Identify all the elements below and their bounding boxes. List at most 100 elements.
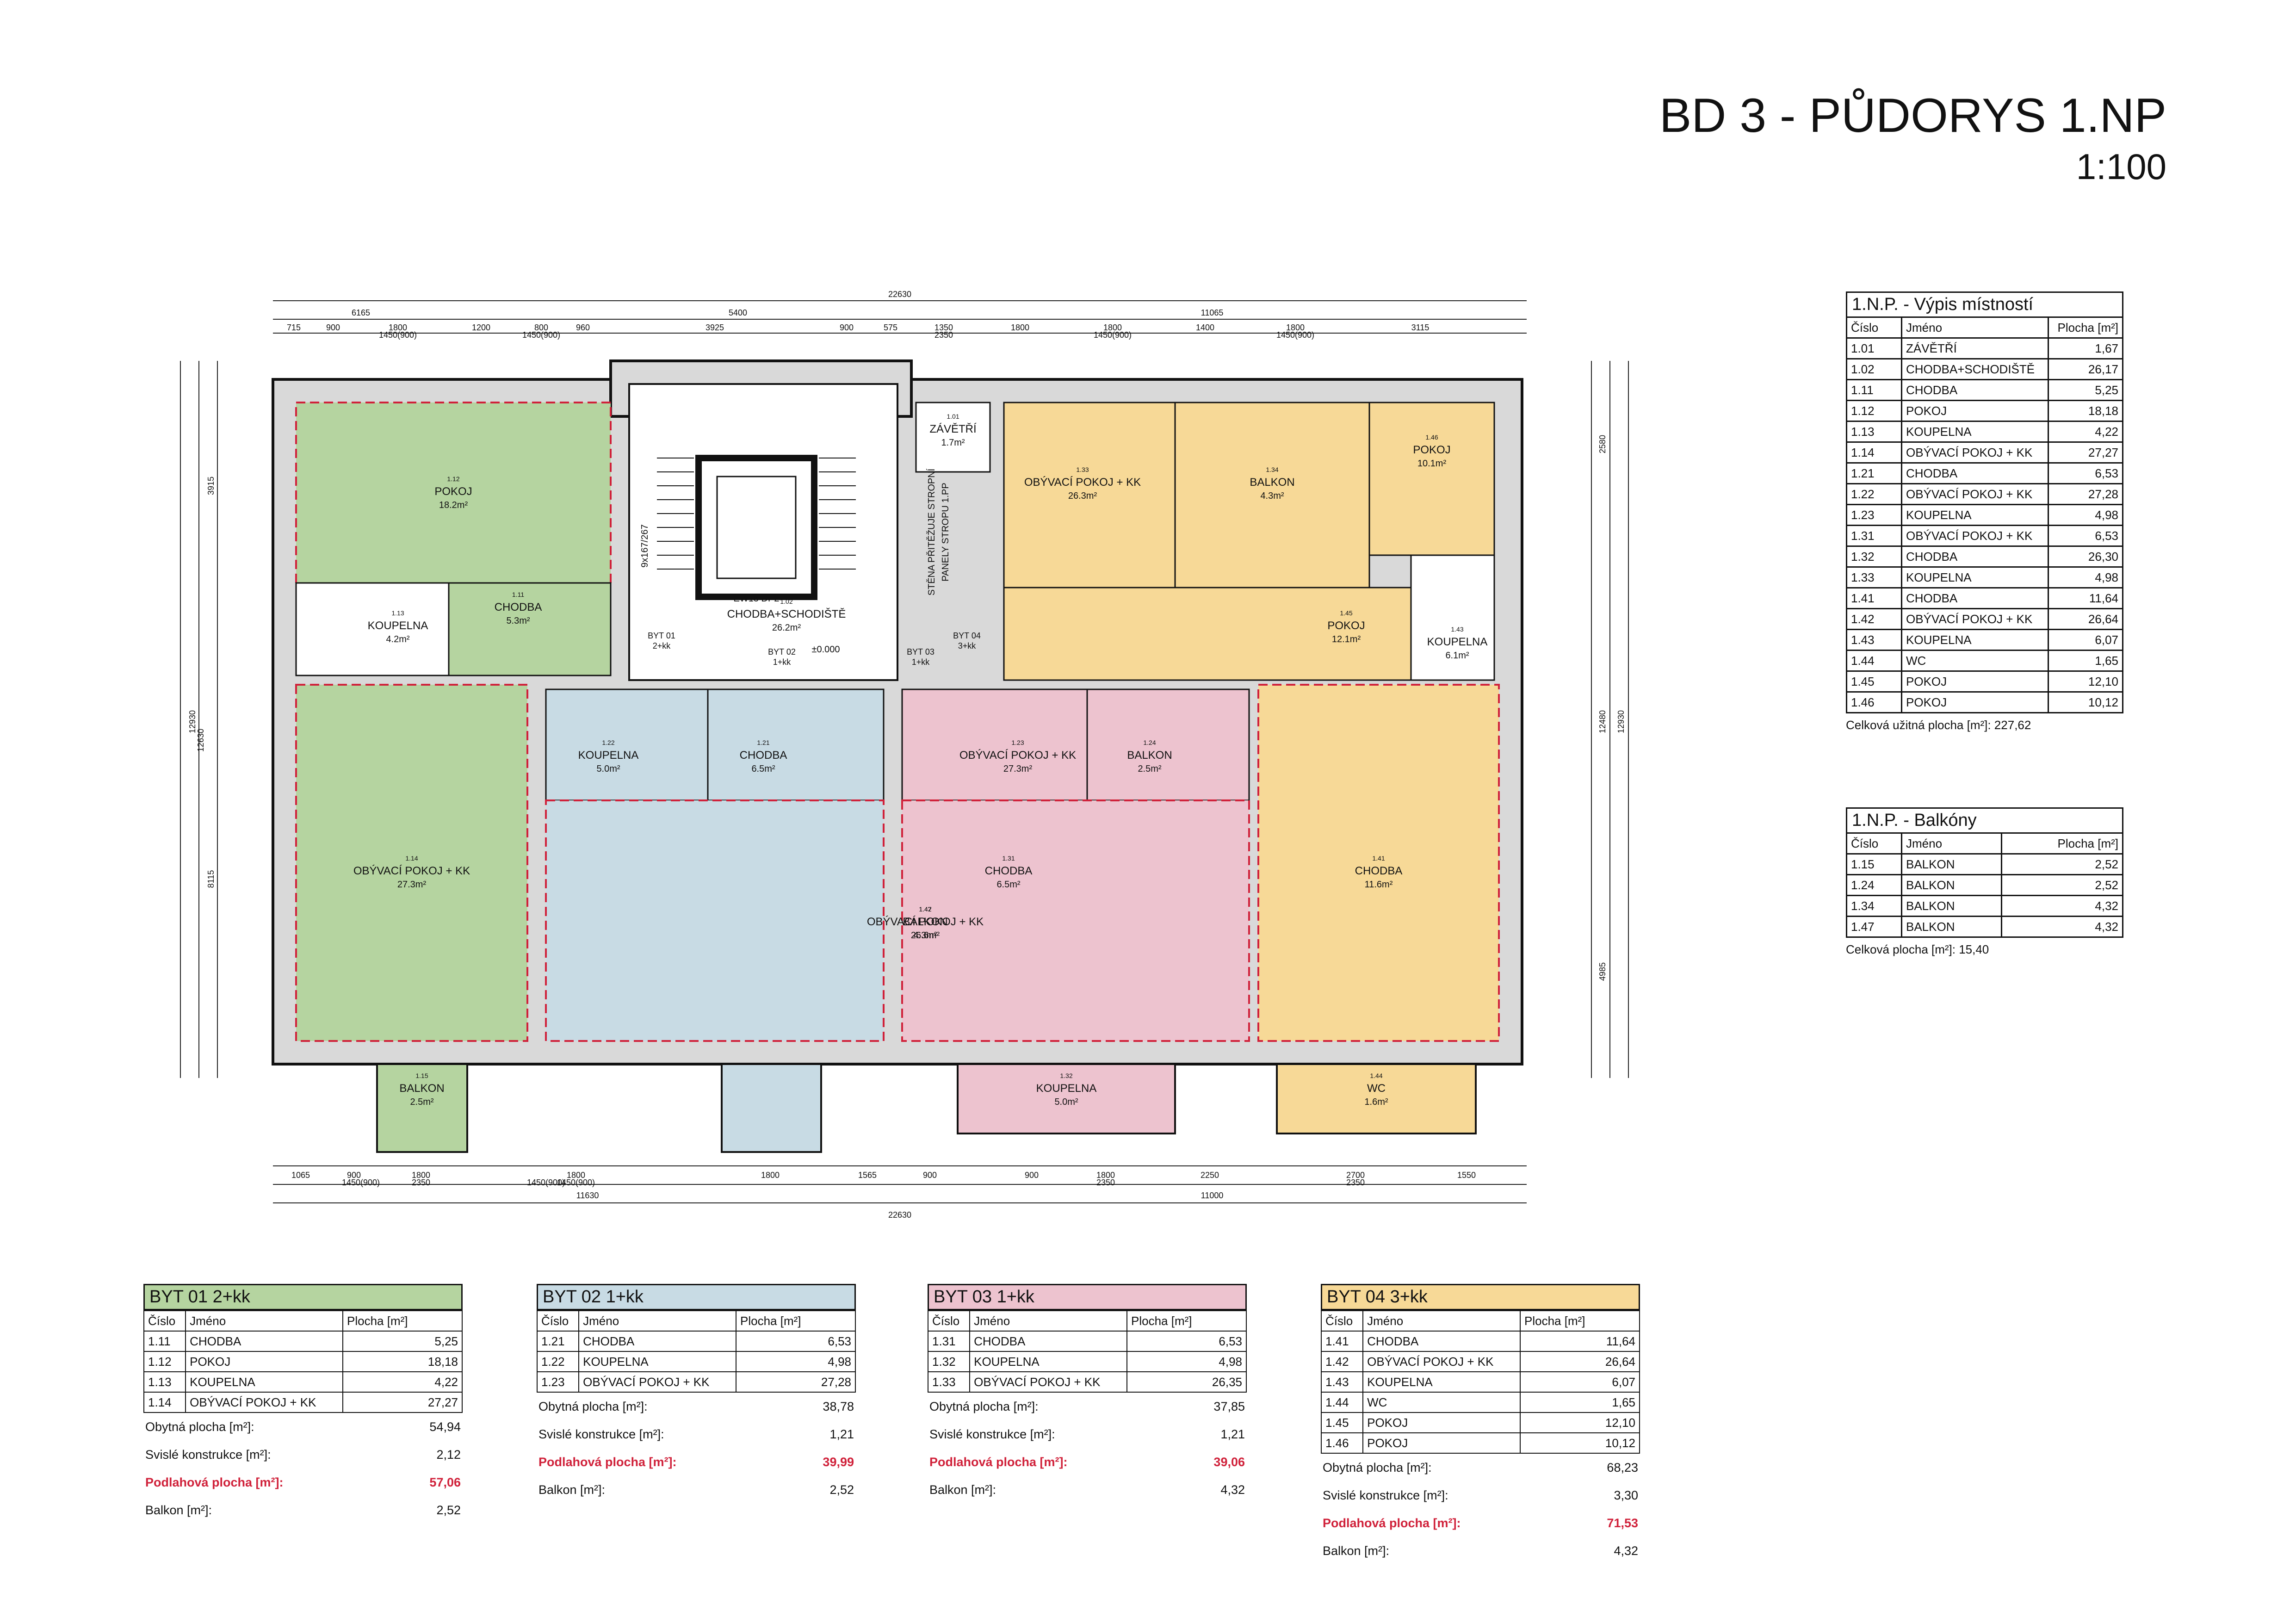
apartment-title: BYT 03 1+kk bbox=[928, 1284, 1247, 1310]
byt02-corridor bbox=[707, 688, 885, 801]
byt02-bath bbox=[545, 688, 709, 801]
apartment-room-cell: POKOJ bbox=[1362, 1412, 1521, 1433]
rooms-table-cell: KOUPELNA bbox=[1900, 566, 2049, 588]
rooms-table-cell: OBÝVACÍ POKOJ + KK bbox=[1900, 483, 2049, 505]
apartment-balcony-area: Balkon [m²]:2,52 bbox=[143, 1496, 463, 1524]
apartment-living-area: Obytná plocha [m²]:37,85 bbox=[928, 1393, 1247, 1420]
room-number: 1.47 bbox=[919, 905, 931, 913]
balcony-table-cell: BALKON bbox=[1900, 874, 2003, 896]
room-number: 1.41 bbox=[1372, 855, 1385, 862]
balcony-table-cell: 1.34 bbox=[1846, 895, 1902, 917]
apartment-structures-area: Svislé konstrukce [m²]:1,21 bbox=[537, 1420, 856, 1448]
apartment-structures-area-value: 3,30 bbox=[1614, 1488, 1638, 1502]
dimension-value: 900 bbox=[923, 1171, 937, 1180]
rooms-table-cell: 5,25 bbox=[2048, 379, 2123, 401]
dimension-value: 960 bbox=[576, 323, 590, 332]
balcony-table-header-cell: Plocha [m²] bbox=[2001, 832, 2123, 855]
rooms-table-header-cell: Jméno bbox=[1900, 316, 2049, 339]
stair-note: STĚNA PŘITĚŽUJE STROPNÍ bbox=[926, 468, 937, 595]
byt03-living bbox=[901, 799, 1250, 1042]
room-name: WC bbox=[1367, 1082, 1386, 1095]
room-number: 1.21 bbox=[757, 739, 769, 746]
room-number: 1.11 bbox=[512, 591, 524, 598]
apartment-floor-area: Podlahová plocha [m²]:39,06 bbox=[928, 1448, 1247, 1476]
balcony-table-cell: 2,52 bbox=[2001, 874, 2123, 896]
apartment-room-cell: 1.43 bbox=[1320, 1371, 1364, 1393]
apartment-room-cell: 5,25 bbox=[342, 1331, 463, 1352]
apartment-structures-area-value: 1,21 bbox=[829, 1427, 854, 1441]
rooms-table-cell: CHODBA bbox=[1900, 587, 2049, 609]
dimension-value: 1350 bbox=[934, 323, 953, 332]
balcony-table-title: 1.N.P. - Balkóny bbox=[1846, 807, 2123, 832]
dimension-value: 12930 bbox=[188, 710, 197, 733]
byt03-bath bbox=[1086, 688, 1250, 801]
apartment-living-area: Obytná plocha [m²]:54,94 bbox=[143, 1413, 463, 1441]
rooms-table-cell: 26,17 bbox=[2048, 358, 2123, 380]
apartment-header-cell: Plocha [m²] bbox=[736, 1310, 856, 1332]
rooms-table-cell: 26,30 bbox=[2048, 545, 2123, 568]
apartment-room-cell: 4,98 bbox=[1126, 1351, 1247, 1372]
apartment-balcony-area-value: 2,52 bbox=[829, 1482, 854, 1497]
dimension-value: 11065 bbox=[1201, 308, 1224, 317]
rooms-table-cell: 10,12 bbox=[2048, 691, 2123, 713]
rooms-table-cell: ZÁVĚTŘÍ bbox=[1900, 337, 2049, 359]
rooms-table-cell: 27,28 bbox=[2048, 483, 2123, 505]
apartment-room-cell: 12,10 bbox=[1520, 1412, 1640, 1433]
apartment-floor-area: Podlahová plocha [m²]:57,06 bbox=[143, 1468, 463, 1496]
room-area: 11.6m² bbox=[1365, 880, 1393, 890]
apartment-tag-type: 2+kk bbox=[653, 641, 671, 650]
apartment-room-cell: CHODBA bbox=[578, 1331, 736, 1352]
rooms-table-cell: 1.33 bbox=[1846, 566, 1902, 588]
dimension-value: 2350 bbox=[412, 1178, 430, 1187]
room-name: OBÝVACÍ POKOJ + KK bbox=[1024, 476, 1141, 489]
dimension-value: 12480 bbox=[1598, 710, 1607, 733]
room-number: 1.23 bbox=[1011, 739, 1024, 746]
dimension-value: 1450(900) bbox=[342, 1178, 380, 1187]
rooms-table-cell: KOUPELNA bbox=[1900, 629, 2049, 651]
room-name: CHODBA bbox=[495, 601, 542, 613]
apartment-header-cell: Číslo bbox=[1320, 1310, 1364, 1332]
room-name: OBÝVACÍ POKOJ + KK bbox=[867, 916, 984, 928]
apartment-living-area: Obytná plocha [m²]:38,78 bbox=[537, 1393, 856, 1420]
apartment-room-cell: 1.14 bbox=[143, 1392, 186, 1413]
room-number: 1.01 bbox=[947, 413, 959, 420]
apartment-header-cell: Plocha [m²] bbox=[1520, 1310, 1640, 1332]
byt03-corridor bbox=[901, 688, 1088, 801]
elevator-cab bbox=[716, 476, 797, 579]
apartment-balcony-area-label: Balkon [m²]: bbox=[145, 1503, 212, 1517]
room-number: 1.33 bbox=[1076, 466, 1089, 473]
balcony-table-summary: Celková plocha [m²]: 15,40 bbox=[1846, 942, 1989, 956]
rooms-table-cell: 1.22 bbox=[1846, 483, 1902, 505]
room-labels: 1.12POKOJ18.2m²1.11CHODBA5.3m²1.13KOUPEL… bbox=[353, 413, 1488, 1107]
balcony-table-cell: 1.15 bbox=[1846, 853, 1902, 875]
room-area: 10.1m² bbox=[1417, 458, 1447, 469]
rooms-table-cell: CHODBA+SCHODIŠTĚ bbox=[1900, 358, 2049, 380]
apartment-header-cell: Číslo bbox=[536, 1310, 580, 1332]
dimension-value: 1065 bbox=[291, 1171, 310, 1180]
apartment-living-area-label: Obytná plocha [m²]: bbox=[145, 1419, 254, 1434]
rooms-table-cell: 1.12 bbox=[1846, 400, 1902, 422]
apartment-tag: BYT 01 bbox=[648, 631, 675, 640]
apartment-balcony-area: Balkon [m²]:4,32 bbox=[1321, 1537, 1640, 1565]
room-area: 2.5m² bbox=[410, 1097, 433, 1107]
rooms-table-cell: POKOJ bbox=[1900, 670, 2049, 693]
room-number: 1.12 bbox=[447, 475, 459, 483]
apartment-balcony-area-label: Balkon [m²]: bbox=[1323, 1543, 1390, 1558]
dimension-lines bbox=[180, 300, 1629, 1203]
dimension-value: 1400 bbox=[1196, 323, 1214, 332]
apartment-room-cell: KOUPELNA bbox=[1362, 1371, 1521, 1393]
balcony-table-cell: BALKON bbox=[1900, 916, 2003, 938]
balcony-table-cell: 2,52 bbox=[2001, 853, 2123, 875]
dimension-value: 2580 bbox=[1598, 435, 1607, 453]
